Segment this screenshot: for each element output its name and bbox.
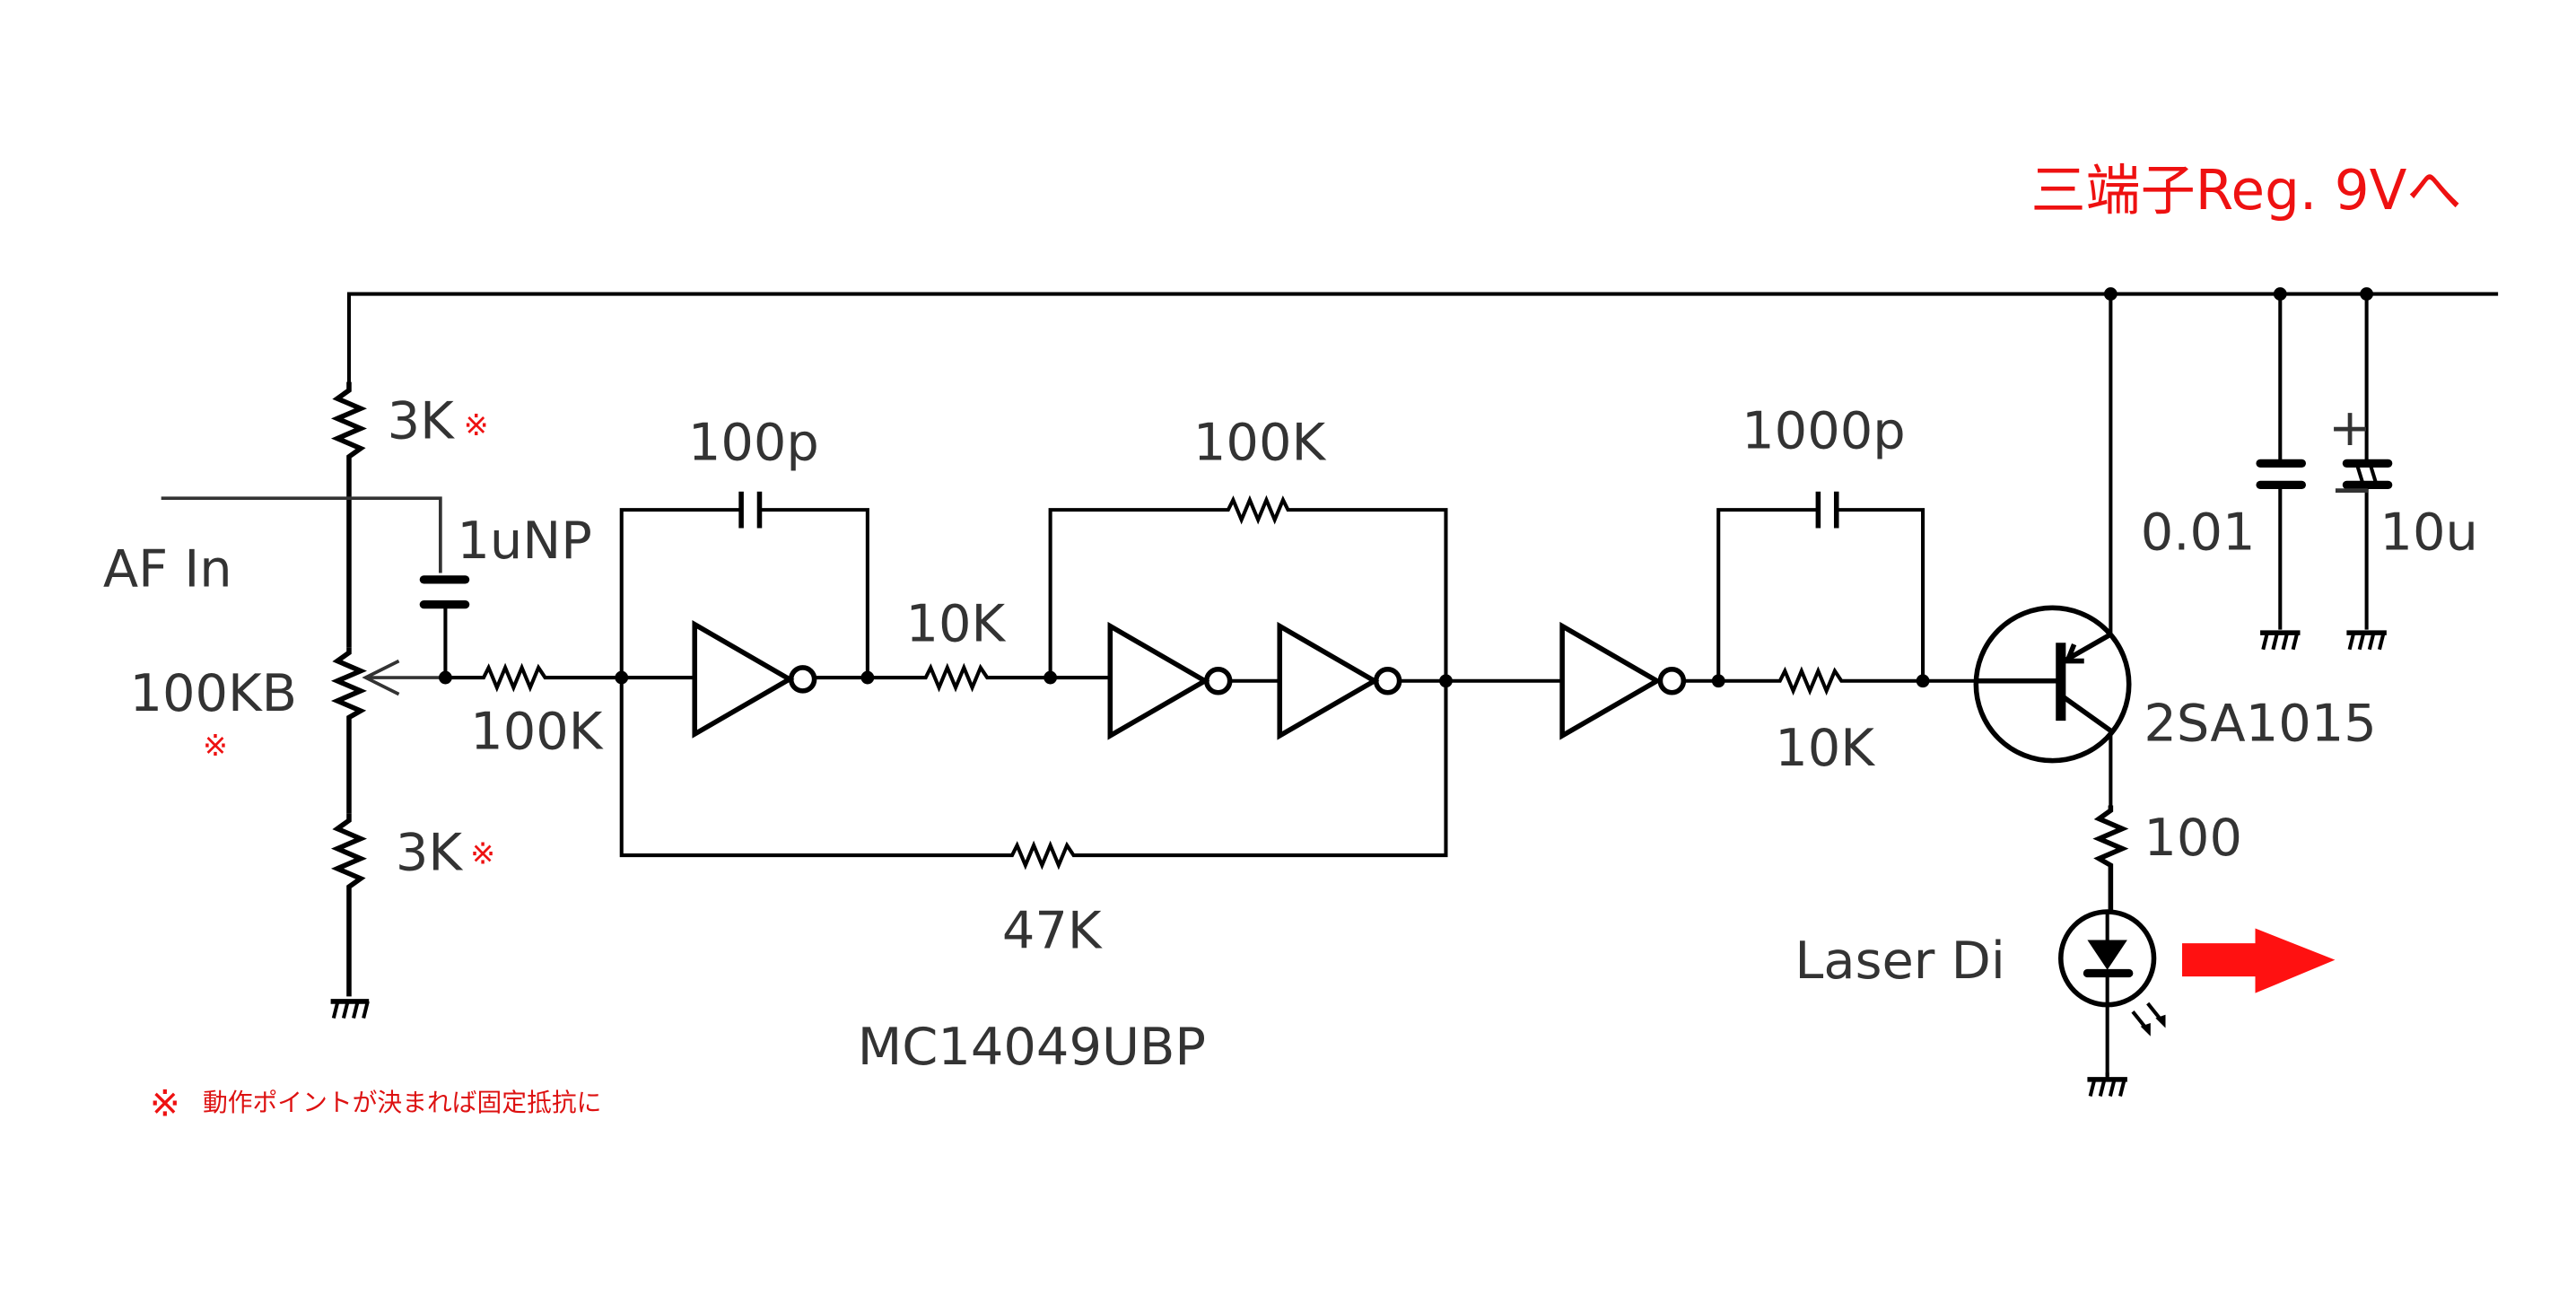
feedback-loop-1000p [1716, 508, 1819, 683]
resistor-3k-top [330, 381, 367, 648]
label-r-fb2: 100K [1193, 413, 1327, 473]
feedback-loop-100p [619, 508, 742, 680]
label-r-fb-long: 47K [1002, 901, 1103, 961]
ground-icon [2087, 1077, 2127, 1098]
af-input-wire [161, 496, 442, 573]
label-cap-fb1: 100p [688, 413, 819, 473]
mark-r-top: ※ [464, 407, 489, 442]
capacitor-1unp [419, 575, 470, 680]
label-r-emitter: 100 [2144, 808, 2242, 868]
label-r-bottom: 3K [396, 823, 464, 883]
label-r-base: 10K [1775, 718, 1875, 778]
capacitor-100p [738, 491, 763, 529]
resistor-100k-input [443, 662, 624, 693]
resistor-10k-mid [865, 662, 1052, 693]
note-text: 動作ポイントが決まれば固定抵抗に [203, 1088, 601, 1117]
label-laser: Laser Di [1794, 931, 2004, 991]
label-r-top: 3K [388, 391, 456, 451]
label-cap-elec-plus: + [2328, 398, 2371, 458]
transistor-pnp-icon [1973, 292, 2132, 808]
resistor-47k-feedback [619, 676, 1448, 870]
label-r-input: 100K [470, 702, 604, 762]
laser-diode-icon [2058, 909, 2166, 1077]
supply-rail [346, 287, 2499, 384]
ground-icon [2346, 630, 2387, 651]
resistor-3k-bottom [330, 813, 367, 997]
inverter-1-icon [692, 620, 817, 739]
capacitor-0.01 [2256, 292, 2307, 630]
inverter-3-icon [1277, 621, 1402, 740]
mark-pot: ※ [203, 728, 228, 763]
label-r-mid: 10K [905, 593, 1006, 653]
label-cap-elec-minus: − [2330, 459, 2373, 519]
capacitor-10u-electrolytic [2342, 292, 2393, 630]
feedback-loop-100k [1048, 494, 1448, 680]
label-cap-elec: 10u [2380, 503, 2477, 563]
ground-icon [2260, 630, 2301, 651]
note-mark: ※ [150, 1082, 180, 1125]
potentiometer-100kb [330, 647, 446, 814]
label-cap-input: 1uNP [457, 511, 591, 571]
capacitor-1000p [1815, 491, 1839, 529]
label-cap-fb3: 1000p [1742, 401, 1906, 461]
mark-r-bottom: ※ [470, 835, 495, 870]
label-cap-bypass: 0.01 [2141, 503, 2256, 563]
inverter-2-icon [1107, 621, 1233, 740]
output-arrow-icon [2182, 928, 2336, 993]
label-af-in: AF In [103, 538, 232, 599]
ground-icon [330, 999, 370, 1019]
supply-title: 三端子Reg. 9Vへ [2030, 159, 2461, 223]
resistor-10k-base [1716, 666, 1980, 696]
label-ic: MC14049UBP [858, 1017, 1206, 1077]
label-transistor: 2SA1015 [2144, 693, 2376, 753]
inverter-4-icon [1559, 621, 1687, 740]
label-pot: 100KB [129, 663, 297, 723]
resistor-100-emitter [2092, 805, 2129, 914]
